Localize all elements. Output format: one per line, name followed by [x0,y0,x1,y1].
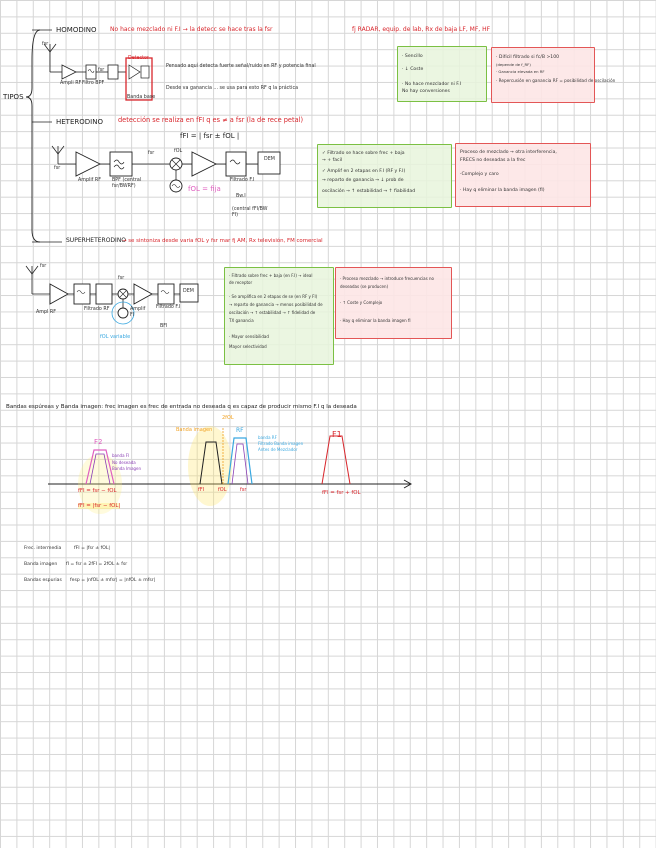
banda-label-banda-imagen-sub: Banda Imagen [112,466,142,471]
homodino-label-filtro: Filtro BPF [82,81,105,86]
formula-label-fi: Frec. intermedia [24,546,62,551]
homodino-cons-box: · Difícil filtrado si fc/B >100 (depende… [491,47,615,103]
homodino-label-ampli: Ampli RF [60,81,82,86]
homodino-title: HOMODINO [56,26,97,34]
banda-label-fi3: fFI = fsr + fOL [322,490,361,496]
homodino-note: No hace mezclado ni F.I → la detecc se h… [110,26,273,33]
homodino-label-fsr: fsr [42,42,49,47]
banda-label-rf-sub2: Filtrado Banda imagen [258,441,304,446]
heterodino-label-fsr2: fsr [148,151,155,156]
heterodino-label-bpf: BPF (central fsr/BWRF) [112,178,142,189]
homodino-label-detector: Detector [128,56,149,61]
heterodino-note: detección se realiza en fFI q es ≠ a fsr… [118,116,304,124]
banda-label-banda-fi: banda FI [112,453,130,458]
formula-label-imagen: Banda imagen [24,562,58,567]
formula-value-imagen: fI = fsr ± 2fFI = 2fOL ± fsr [66,562,128,567]
homodino-block-diagram [43,43,153,101]
banda-label-x-fsr: fsr [240,487,247,493]
banda-label-f2: F2 [94,438,103,446]
banda-label-rf: RF [236,427,244,434]
heterodino-label-amplif: Amplif RF [78,178,101,183]
heterodino-title: HETERODINO [56,118,103,126]
super-label-ampl: Ampl RF [36,310,56,315]
super-label-fsr2: fsr [118,276,125,281]
heterodino-label-fol: fOL [174,149,183,154]
homodino-desc-2: Desde va ganancia ... se usa para esto R… [166,86,299,91]
heterodino-label-dem: DEM [264,157,275,162]
banda-label-rf-sub3: Antes de Mezclador [258,447,298,452]
formula-value-fi: fFI = |fsr ± fOL| [74,546,110,551]
formula-value-espurias: fesp = |nfOL ± mfsr| = |nfOL ± mfsr| [70,578,156,583]
superheterodino-cons-box: · Proceso mezclado → introduce frecuenci… [335,267,452,339]
super-label-filtrado-fi: Filtrado F.I [156,305,181,310]
homodino-pros-box: · Sencillo · ↓ Coste · No hace mezclador… [397,46,487,102]
super-label-fsr: fsr [40,264,47,269]
tipos-label: TIPOS [3,93,24,101]
super-label-filtrado-rf: Filtrado RF [84,307,110,312]
banda-label-f1: F1 [332,430,342,439]
homodino-label-bandabase: Banda base [127,95,156,100]
super-label-amplif-fi: Amplif FI [130,307,146,318]
homodino-desc-1: Pensado aquí detecta fuerte señal/ruido … [166,64,316,69]
superheterodino-title: SUPERHETERODINO [66,237,127,244]
heterodino-label-fol-fija: fOL = fija [188,185,221,193]
super-label-bfi: BFI [160,324,168,329]
superheterodino-pros-box: · Filtrado sobre frec + baja (en F.I) → … [224,267,334,365]
banda-label-x-fol: fOL [218,487,227,493]
banda-title: Bandas espúreas y Banda imagen: frec ima… [6,404,357,410]
superheterodino-note: → se sintoniza desde varia fOL y fsr mar… [122,238,323,244]
formula-label-espurias: Bandas espurias [24,578,62,583]
heterodino-label-fsr: fsr [54,166,61,171]
banda-label-fi2: fFI = |fsr − fOL| [78,503,121,510]
heterodino-label-filtrado: Filtrado F.I [230,178,255,183]
heterodino-pros-box: ✓ Filtrado se hace sobre frec + baja → +… [317,144,452,208]
super-label-fol-variable: fOL variable [100,334,131,340]
heterodino-label-central: (central fFI/BW FI) [232,207,268,218]
super-label-dem: DEM [183,289,194,294]
banda-spectrum-diagram [48,426,413,514]
banda-label-banda-imagen: Banda imagen [176,427,213,433]
homodino-note-right: fj RADAR, equip. de lab, Rx de baja LF, … [352,26,491,33]
heterodino-block-diagram [51,145,281,193]
heterodino-label-bw: Bw.I [236,194,246,199]
banda-label-2fol: 2fOL [222,415,234,421]
homodino-label-fsr2: fsr [98,68,105,73]
banda-label-no-deseada: No deseada [112,460,136,465]
banda-label-fi1: fFI = fsr − fOL [78,488,117,494]
heterodino-formula: fFI = | fsr ± fOL | [180,132,240,140]
banda-label-x-ffi: fFI [198,487,205,493]
heterodino-cons-box: Proceso de mezclado → otra interferencia… [455,143,591,207]
banda-label-rf-sub1: banda RF [258,435,277,440]
superheterodino-block-diagram [25,265,199,325]
